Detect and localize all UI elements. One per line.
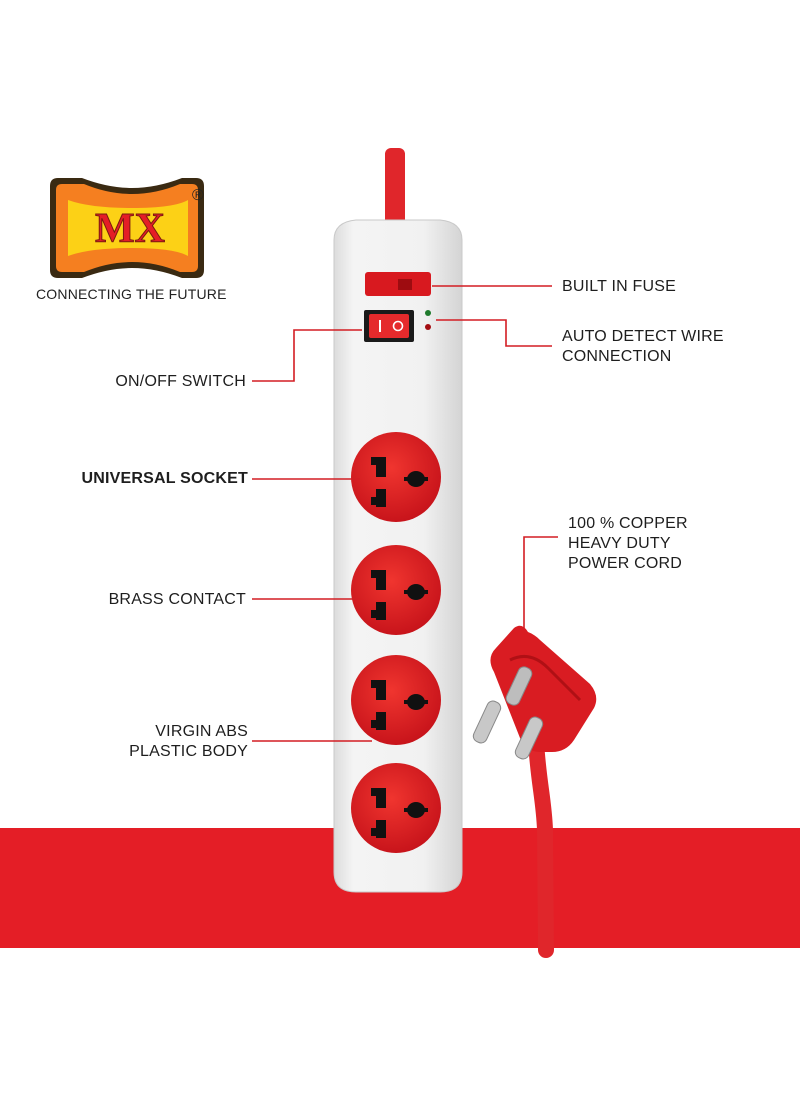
label-built-in-fuse: BUILT IN FUSE: [562, 278, 677, 295]
label-copper-line1: 100 % COPPER: [568, 515, 688, 532]
brand-tagline: CONNECTING THE FUTURE: [36, 286, 227, 302]
label-brass-contact: BRASS CONTACT: [108, 591, 246, 608]
power-switch[interactable]: [364, 310, 414, 342]
label-auto-detect-line1: AUTO DETECT WIRE: [562, 328, 724, 345]
leader-copper: [523, 536, 558, 628]
leader-lines: [252, 285, 558, 742]
mx-logo: MX: [50, 178, 204, 278]
led-green: [425, 310, 431, 316]
top-cord: [385, 148, 405, 228]
label-on-off-switch: ON/OFF SWITCH: [115, 373, 246, 390]
power-cord: [528, 732, 554, 958]
fuse-holder: [365, 272, 431, 296]
plug: [472, 625, 597, 760]
label-virgin-abs-line2: PLASTIC BODY: [129, 743, 248, 760]
logo-text: MX: [95, 206, 165, 252]
led-red: [425, 324, 431, 330]
label-copper-line3: POWER CORD: [568, 555, 682, 572]
label-virgin-abs-line1: VIRGIN ABS: [155, 723, 248, 740]
label-virgin-abs: VIRGIN ABS PLASTIC BODY: [110, 722, 248, 762]
label-auto-detect: AUTO DETECT WIRE CONNECTION: [562, 327, 724, 367]
label-universal-socket: UNIVERSAL SOCKET: [81, 470, 248, 487]
leader-switch: [252, 329, 362, 382]
label-auto-detect-line2: CONNECTION: [562, 348, 672, 365]
socket-3[interactable]: [351, 655, 441, 745]
registered-mark: ®: [192, 187, 204, 204]
socket-1[interactable]: [351, 432, 441, 522]
socket-4[interactable]: [351, 763, 441, 853]
label-copper-line2: HEAVY DUTY: [568, 535, 671, 552]
leader-auto-detect: [436, 319, 552, 347]
socket-2[interactable]: [351, 545, 441, 635]
label-copper-cord: 100 % COPPER HEAVY DUTY POWER CORD: [568, 514, 688, 574]
